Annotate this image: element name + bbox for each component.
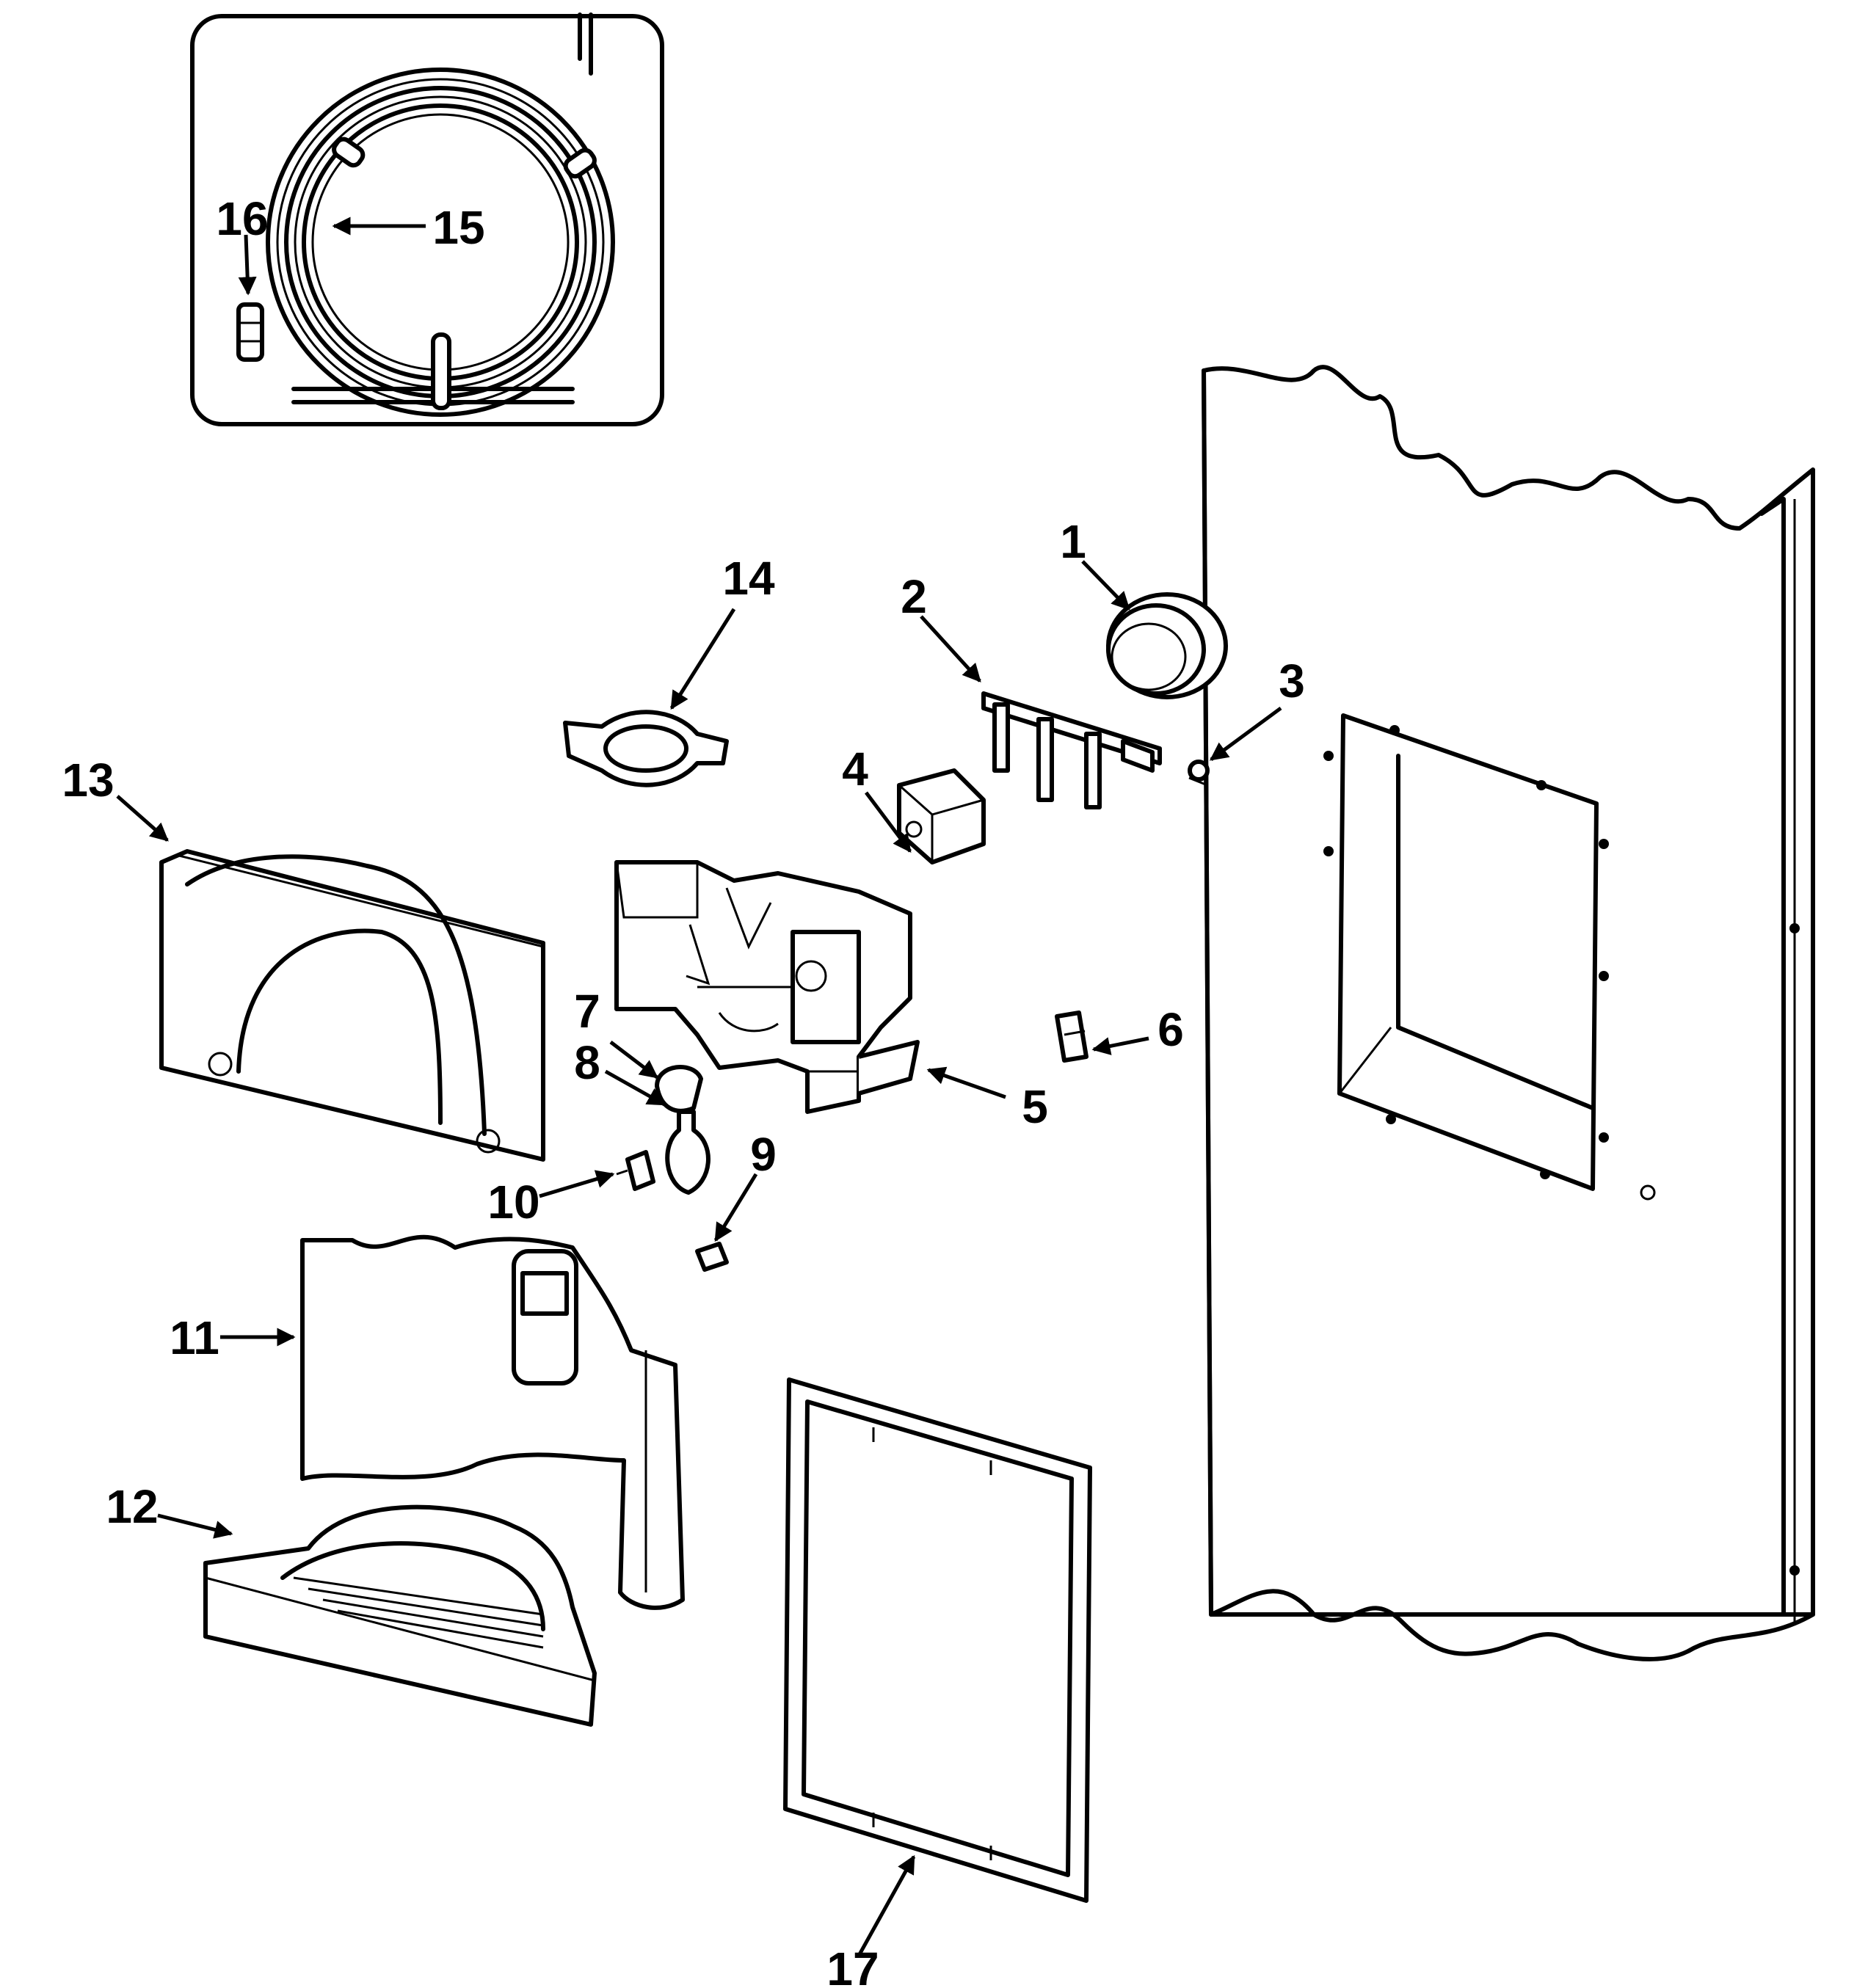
water-tubing-coil <box>266 12 615 417</box>
part-4-solenoid <box>897 768 986 864</box>
callout-3: 3 <box>1279 655 1305 707</box>
callout-6: 6 <box>1157 1003 1184 1056</box>
callout-1: 1 <box>1060 515 1086 568</box>
tubing-connector <box>236 302 264 362</box>
part-10-socket <box>616 1150 655 1191</box>
callout-16: 16 <box>216 192 268 245</box>
callout-10: 10 <box>487 1176 539 1228</box>
part-2-bracket <box>981 691 1162 809</box>
callout-2: 2 <box>901 570 927 623</box>
part-13-upper-cover <box>159 849 545 1162</box>
part-8-bulb <box>665 1110 711 1195</box>
part-12-drip-tray <box>203 1504 597 1727</box>
part-3-screw <box>1188 760 1210 787</box>
callout-12: 12 <box>106 1480 158 1533</box>
part-11-housing <box>300 1234 685 1610</box>
part-14-ring-bracket <box>563 710 729 787</box>
part-1-round-cap <box>1106 592 1228 699</box>
callout-15: 15 <box>432 201 484 254</box>
callout-17: 17 <box>826 1943 879 1988</box>
callout-8: 8 <box>574 1036 600 1089</box>
callout-14: 14 <box>722 552 775 605</box>
part-6-switch <box>1055 1011 1089 1063</box>
inset-panel <box>190 12 664 426</box>
callout-11: 11 <box>170 1311 219 1364</box>
part-9-clip <box>695 1242 729 1272</box>
callout-7: 7 <box>574 985 600 1038</box>
callout-5: 5 <box>1022 1080 1048 1133</box>
callout-13: 13 <box>62 754 114 807</box>
part-5-actuator-assembly <box>614 860 920 1114</box>
part-17-frame <box>783 1377 1092 1903</box>
callout-9: 9 <box>750 1128 777 1181</box>
callout-4: 4 <box>842 743 868 795</box>
dispenser-recess <box>1323 713 1800 1576</box>
door-panel <box>1202 365 1815 1661</box>
